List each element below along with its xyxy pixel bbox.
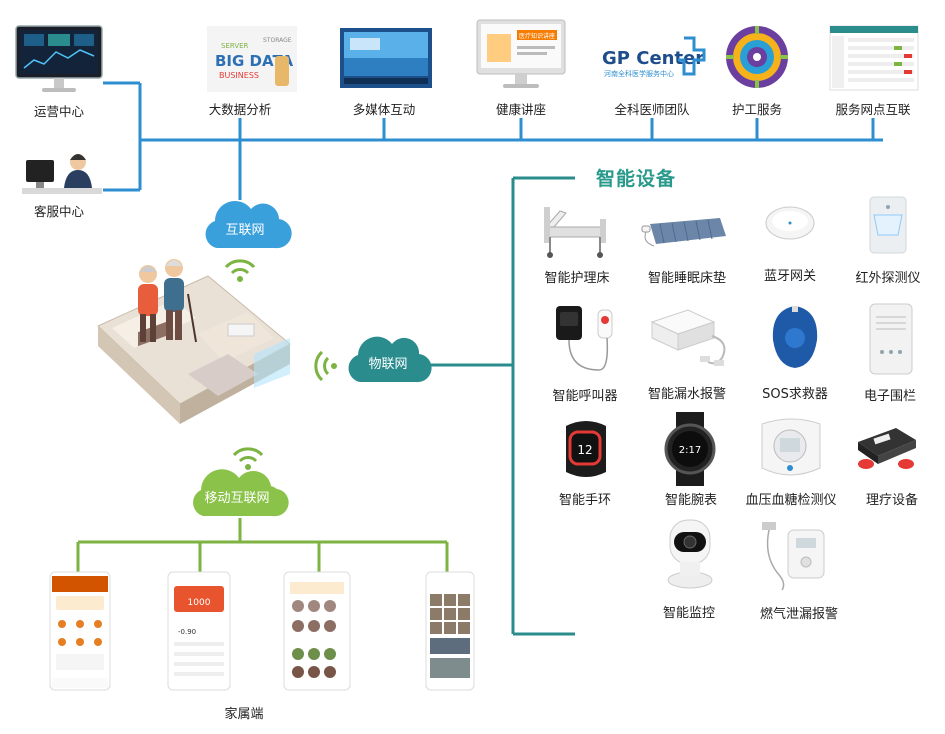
health-lecture-monitor-icon: 医疗知识讲座 — [476, 19, 566, 90]
ops-center-label: 运营中心 — [33, 104, 84, 119]
svg-text:STORAGE: STORAGE — [263, 37, 292, 44]
monitor-icon — [14, 24, 104, 94]
device-label-smart-caller: 智能呼叫器 — [552, 389, 618, 404]
family-label: 家属端 — [224, 707, 264, 722]
iot-cloud-label: 物联网 — [368, 357, 407, 372]
wifi-icon — [314, 350, 337, 382]
device-label-nursing-bed: 智能护理床 — [544, 271, 610, 286]
multimedia-screen-icon — [340, 28, 432, 88]
sleep-mattress-icon — [641, 218, 726, 247]
wifi-icon — [224, 259, 256, 282]
customer-service-agent-icon — [22, 150, 102, 196]
devices-title: 智能设备 — [596, 168, 677, 190]
gp-center-logo: GP Center 河南全科医学服务中心 — [598, 34, 708, 84]
mobile-cloud-label: 移动互联网 — [204, 491, 269, 506]
svg-text:医疗知识讲座: 医疗知识讲座 — [519, 32, 555, 40]
gp-team-label: 全科医师团队 — [614, 102, 690, 117]
device-label-smart-watch: 智能腕表 — [664, 493, 717, 508]
mobile-internet-cloud: 移动互联网 — [193, 469, 289, 517]
device-label-physiotherapy: 理疗设备 — [865, 493, 918, 508]
device-label-bluetooth-gateway: 蓝牙网关 — [763, 269, 816, 284]
wifi-icon — [232, 447, 264, 470]
svg-text:河南全科医学服务中心: 河南全科医学服务中心 — [604, 69, 674, 78]
family-app-phone-account: 1000 -0.90 — [167, 571, 231, 691]
sos-device-icon — [772, 306, 818, 368]
smart-caller-icon — [556, 306, 613, 371]
infrared-detector-icon — [869, 196, 907, 254]
device-label-blood-pressure-glucose: 血压血糖检测仪 — [745, 493, 837, 508]
device-label-sleep-mattress: 智能睡眠床垫 — [647, 271, 726, 286]
device-label-gas-leak-alarm: 燃气泄漏报警 — [759, 607, 838, 622]
care-service-label: 护工服务 — [731, 102, 782, 117]
nursing-bed-icon — [544, 207, 606, 258]
multimedia-label: 多媒体互动 — [352, 102, 416, 117]
svg-text:SERVER: SERVER — [221, 42, 249, 50]
smart-bracelet-icon: 12 — [566, 421, 606, 477]
service-network-table-icon — [829, 25, 919, 91]
smart-camera-icon — [667, 519, 713, 589]
device-label-water-leak-alarm: 智能漏水报警 — [647, 387, 726, 402]
device-label-electronic-fence: 电子围栏 — [863, 389, 916, 404]
device-label-smart-camera: 智能监控 — [662, 606, 715, 621]
gas-leak-alarm-icon — [762, 522, 825, 591]
device-label-sos: SOS求救器 — [762, 387, 828, 402]
smart-watch-icon: 2:17 — [664, 412, 716, 486]
internet-cloud: 互联网 — [205, 201, 292, 249]
physiotherapy-device-icon — [858, 428, 916, 469]
electronic-fence-icon — [869, 303, 913, 375]
family-app-phone-photos — [425, 571, 475, 691]
svg-text:2:17: 2:17 — [679, 445, 701, 456]
device-label-smart-bracelet: 智能手环 — [558, 493, 611, 508]
health-lecture-label: 健康讲座 — [495, 102, 546, 117]
smart-home-illustration — [97, 259, 291, 424]
water-leak-alarm-icon — [650, 309, 726, 366]
big-data-label: 大数据分析 — [208, 102, 272, 117]
customer-service-label: 客服中心 — [33, 204, 84, 219]
device-label-infrared-detector: 红外探测仪 — [855, 271, 921, 286]
internet-cloud-label: 互联网 — [225, 223, 264, 238]
family-app-phone-home — [49, 571, 111, 691]
bluetooth-gateway-icon — [765, 206, 815, 240]
svg-text:12: 12 — [577, 443, 592, 457]
svg-text:BIG DATA: BIG DATA — [215, 52, 294, 70]
care-service-logo — [724, 24, 790, 90]
svg-text:GP Center: GP Center — [602, 48, 704, 69]
blood-pressure-monitor-icon — [761, 418, 821, 476]
family-app-phone-meals — [283, 571, 351, 691]
big-data-icon: SERVER BIG DATA BUSINESS STORAGE — [207, 26, 297, 92]
phone-balance-text: 1000 — [188, 598, 211, 608]
svg-text:BUSINESS: BUSINESS — [219, 71, 259, 80]
service-network-label: 服务网点互联 — [835, 102, 911, 117]
phone-deduct-text: -0.90 — [178, 628, 196, 636]
iot-cloud: 物联网 — [348, 336, 432, 383]
